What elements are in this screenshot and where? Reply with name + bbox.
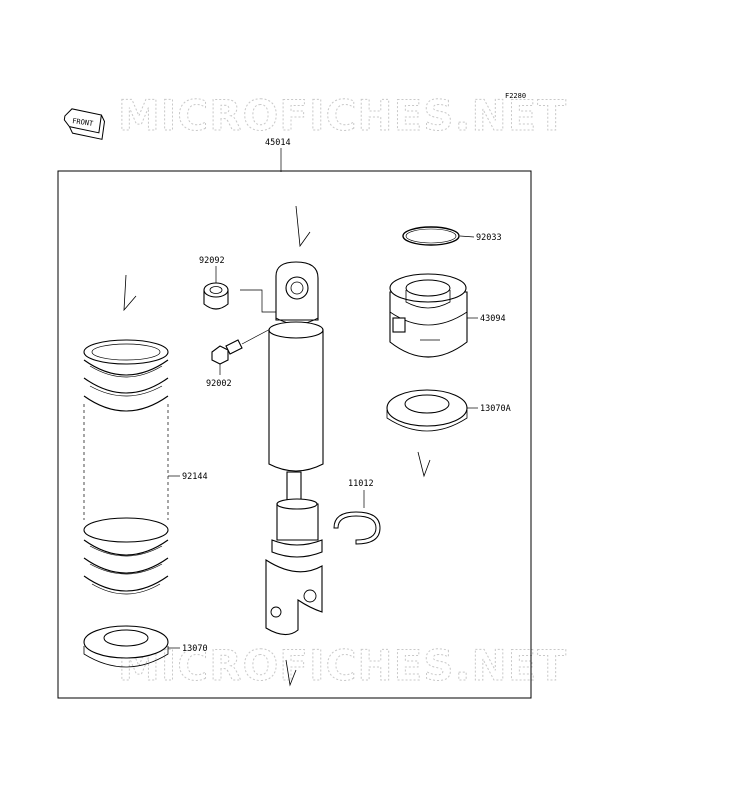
part-label-92092: 92092 bbox=[199, 256, 225, 266]
front-arrow-icon: FRONT bbox=[63, 108, 106, 140]
spring-92144 bbox=[83, 339, 169, 595]
circlip-92033 bbox=[402, 226, 460, 246]
diagram-code: F2280 bbox=[505, 92, 526, 100]
watermark-top: MICROFICHES.NET bbox=[118, 91, 567, 140]
watermark-bottom: MICROFICHES.NET bbox=[118, 641, 567, 690]
assembly-frame bbox=[57, 170, 532, 699]
clip-11012 bbox=[333, 511, 381, 545]
part-label-43094: 43094 bbox=[480, 314, 506, 324]
hatch-mark-3 bbox=[417, 451, 431, 478]
part-label-13070: 13070 bbox=[182, 644, 208, 654]
part-label-92144: 92144 bbox=[182, 472, 208, 482]
spring-seat-13070A bbox=[386, 389, 468, 432]
part-label-13070A: 13070A bbox=[480, 404, 511, 414]
hatch-mark-2 bbox=[123, 274, 137, 312]
part-label-11012: 11012 bbox=[348, 479, 374, 489]
part-label-92033: 92033 bbox=[476, 233, 502, 243]
spring-seat-13070 bbox=[83, 625, 169, 668]
adjuster-43094 bbox=[389, 273, 468, 358]
collar-92092 bbox=[203, 282, 229, 310]
hatch-mark-4 bbox=[285, 659, 297, 687]
assembly-number: 45014 bbox=[265, 138, 291, 148]
shock-absorber bbox=[265, 261, 324, 636]
part-label-92002: 92002 bbox=[206, 379, 232, 389]
hatch-mark-1 bbox=[295, 205, 311, 248]
front-label: FRONT bbox=[72, 117, 95, 128]
bolt-92002 bbox=[211, 339, 243, 365]
